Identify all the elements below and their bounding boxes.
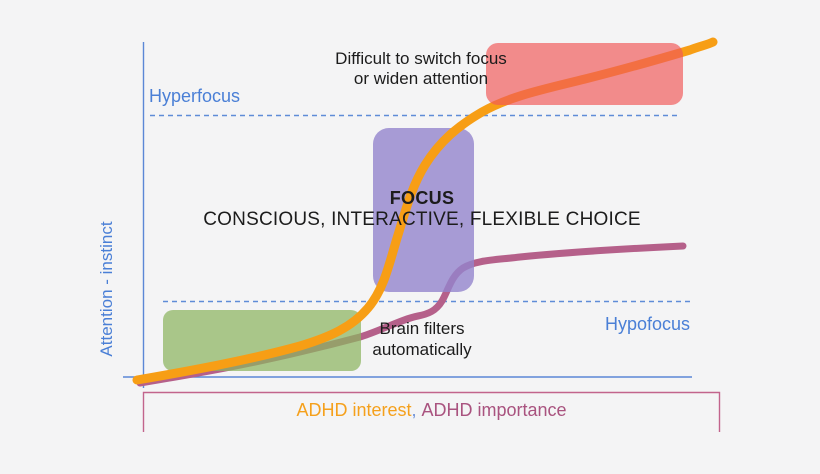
- focus-annotation: FOCUS CONSCIOUS, INTERACTIVE, FLEXIBLE C…: [190, 188, 654, 230]
- brain-filters-line2: automatically: [372, 340, 472, 359]
- legend-separator: ,: [411, 400, 417, 420]
- difficult-switch-line1: Difficult to switch focus: [335, 49, 507, 68]
- focus-region: [373, 128, 474, 292]
- brain-filters-region: [163, 310, 361, 371]
- legend-adhd-importance: ADHD importance: [421, 400, 567, 420]
- hypofocus-label: Hypofocus: [605, 314, 691, 334]
- legend-bracket: [142, 391, 721, 432]
- y-axis-label: Attention - instinct: [97, 221, 116, 357]
- focus-title: FOCUS: [389, 188, 455, 208]
- focus-subtitle: CONSCIOUS, INTERACTIVE, FLEXIBLE CHOICE: [203, 209, 641, 230]
- x-axis-legend: ADHD interest,ADHD importance: [143, 400, 720, 421]
- difficult-switch-region: [486, 43, 683, 105]
- brain-filters-line1: Brain filters: [379, 319, 465, 338]
- difficult-switch-annotation: Difficult to switch focus or widen atten…: [301, 49, 541, 89]
- brain-filters-annotation: Brain filters automatically: [346, 318, 498, 360]
- legend-adhd-interest: ADHD interest: [296, 400, 412, 420]
- difficult-switch-line2: or widen attention: [353, 69, 489, 88]
- hyperfocus-label: Hyperfocus: [149, 86, 241, 106]
